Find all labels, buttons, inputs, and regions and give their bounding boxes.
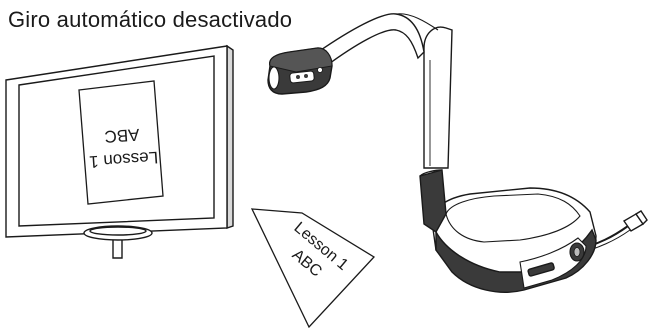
- camera-head-button-1: [296, 75, 300, 79]
- arm-gooseneck-edge: [395, 13, 439, 31]
- screen-paper-line2: ABC: [104, 125, 140, 146]
- camera-head-button-2: [304, 74, 308, 78]
- arm-socket: [419, 169, 447, 234]
- camera-base-top: [445, 193, 581, 243]
- table-paper: Lesson 1 ABC: [250, 208, 376, 328]
- caption-title: Giro automático desactivado: [8, 7, 293, 32]
- usb-plug: [622, 210, 648, 232]
- camera-head-indicator: [317, 67, 323, 73]
- camera-port: [527, 262, 555, 277]
- screen-paper: Lesson 1 ABC: [78, 80, 164, 205]
- document-camera: [267, 13, 648, 293]
- monitor-base-top: [89, 226, 147, 236]
- camera-head-top: [269, 47, 333, 73]
- screen-paper-sheet: [78, 80, 164, 205]
- arm-socket-rim: [419, 169, 443, 177]
- table-paper-sheet: [250, 208, 376, 328]
- arm-vertical: [423, 26, 453, 169]
- screen-paper-line1: Lesson 1: [89, 148, 159, 172]
- arm-gooseneck: [317, 13, 425, 68]
- monitor-side: [226, 44, 234, 229]
- camera-front-lens-inner: [573, 247, 581, 257]
- camera-head-lens: [268, 66, 280, 90]
- camera-head-buttons: [289, 70, 315, 84]
